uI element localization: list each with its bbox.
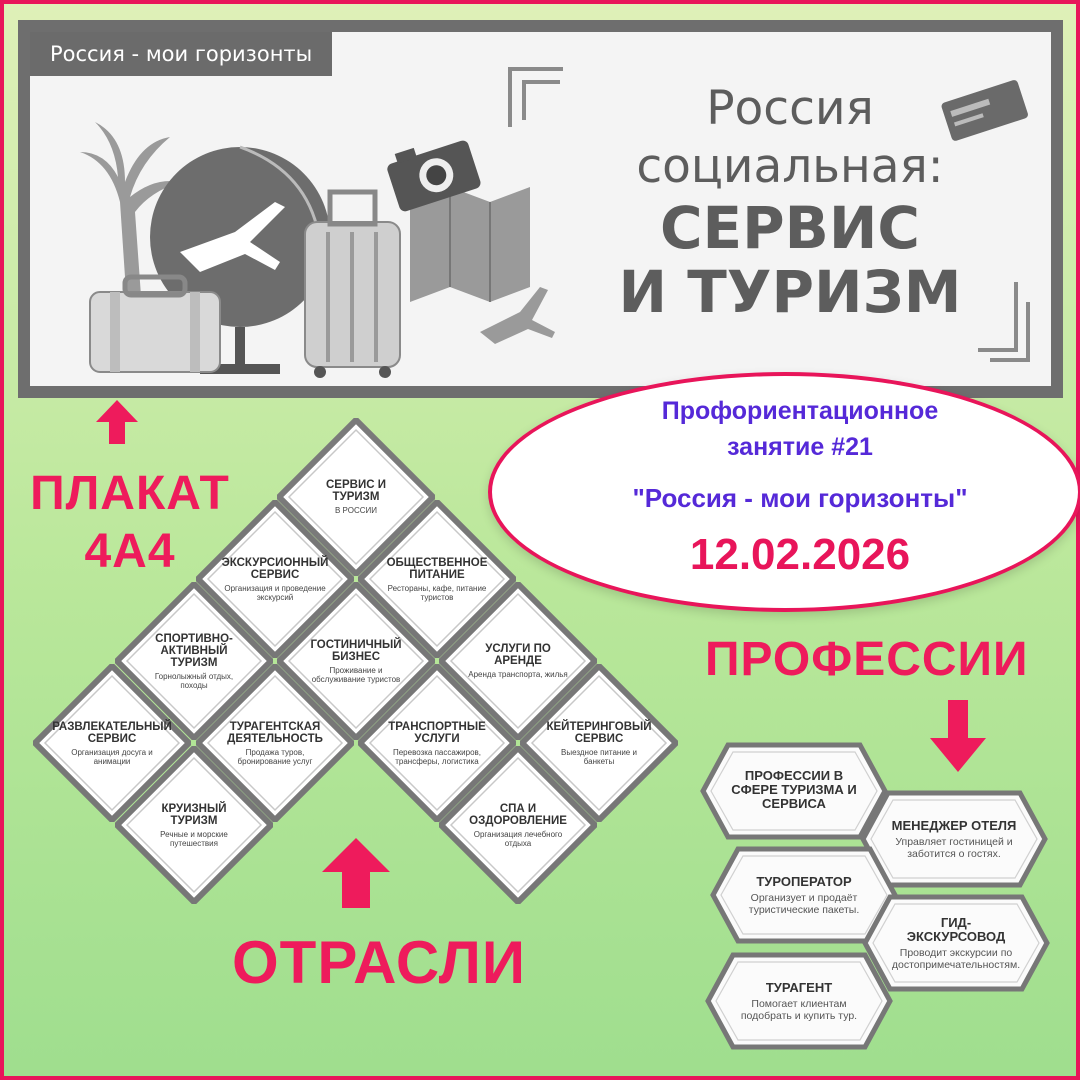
diamond-frame <box>196 664 354 822</box>
industry-subtitle: Организация и проведение экскурсий <box>224 583 326 602</box>
poster-title-line2: социальная: <box>636 139 944 194</box>
industry-subtitle: Горнолыжный отдых, походы <box>154 671 234 690</box>
poster-title: Россия социальная: СЕРВИС И ТУРИЗМ <box>575 80 1005 324</box>
industry-card: ГОСТИНИЧНЫЙ БИЗНЕС Проживание и обслужива… <box>277 582 435 740</box>
industry-title: ГОСТИНИЧНЫЙ БИЗНЕС <box>310 638 402 663</box>
palm-icon <box>80 122 180 352</box>
suitcase-icon <box>89 274 221 373</box>
industry-card: УСЛУГИ ПО АРЕНДЕ Аренда транспорта, жилья <box>439 582 597 740</box>
industry-subtitle: Аренда транспорта, жилья <box>468 670 568 679</box>
diamond-frame <box>277 582 435 740</box>
profession-title: ПРОФЕССИИ В СФЕРЕ ТУРИЗМА И СЕРВИСА <box>731 767 857 811</box>
diamond-frame <box>439 746 597 904</box>
poster-a4-label-line2: 4А4 <box>84 525 176 578</box>
small-airplane-icon <box>480 287 555 344</box>
industry-subtitle: В РОССИИ <box>335 506 377 515</box>
diamond-frame <box>358 500 516 658</box>
hexagon-frame <box>862 894 1050 992</box>
industry-subtitle: Организация досуга и анимации <box>71 747 153 766</box>
luggage-icon <box>304 189 401 378</box>
profession-title: ТУРОПЕРАТОР <box>756 873 852 889</box>
announcement-line1: Профориентационное <box>661 397 939 425</box>
arrow-down-icon <box>930 700 986 772</box>
industry-card: РАЗВЛЕКАТЕЛЬНЫЙ СЕРВИС Организация досуга… <box>33 664 191 822</box>
industry-subtitle: Выездное питание и банкеты <box>561 747 637 766</box>
industry-title: СПА И ОЗДОРОВЛЕНИЕ <box>469 802 567 827</box>
profession-card: ТУРАГЕНТ Помогает клиентам подобрать и ку… <box>705 952 893 1050</box>
professions-label: ПРОФЕССИИ <box>705 633 1029 686</box>
profession-subtitle: Проводит экскурсии по достопримечательно… <box>891 946 1021 971</box>
hexagon-frame <box>860 790 1048 888</box>
industry-title: СЕРВИС И ТУРИЗМ <box>326 479 386 503</box>
poster-title-line3: СЕРВИС <box>659 194 920 262</box>
industry-card: ОБЩЕСТВЕННОЕ ПИТАНИЕ Рестораны, кафе, пит… <box>358 500 516 658</box>
profession-card: МЕНЕДЖЕР ОТЕЛЯ Управляет гостиницей и заб… <box>860 790 1048 888</box>
industry-subtitle: Продажа туров, бронирование услуг <box>237 747 313 766</box>
diamond-frame <box>358 664 516 822</box>
profession-title: ГИД-ЭКСКУРСОВОД <box>906 914 1006 944</box>
profession-subtitle: Организует и продаёт туристические пакет… <box>748 891 860 916</box>
profession-subtitle: Управляет гостиницей и заботится о гостя… <box>895 835 1013 860</box>
announcement-line2: занятие #21 <box>727 433 873 461</box>
arrow-up-icon <box>96 400 138 444</box>
diamond-frame <box>439 582 597 740</box>
poster-tag: Россия - мои горизонты <box>30 32 333 76</box>
poster-a4-label-line1: ПЛАКАТ <box>30 467 230 520</box>
ticket-icon <box>941 80 1028 141</box>
industry-title: РАЗВЛЕКАТЕЛЬНЫЙ СЕРВИС <box>52 720 172 745</box>
industries-label: ОТРАСЛИ <box>232 929 526 996</box>
industry-card: ТУРАГЕНТСКАЯ ДЕЯТЕЛЬНОСТЬ Продажа туров, … <box>196 664 354 822</box>
industry-card: СЕРВИС И ТУРИЗМ В РОССИИ <box>277 418 435 576</box>
poster-a4-label: ПЛАКАТ 4А4 <box>30 465 230 581</box>
industry-subtitle: Перевозка пассажиров, трансферы, логисти… <box>392 747 482 766</box>
map-icon <box>410 187 530 302</box>
diamond-frame <box>115 746 273 904</box>
poster-title-line4: И ТУРИЗМ <box>618 258 962 326</box>
industry-subtitle: Проживание и обслуживание туристов <box>311 665 401 684</box>
diamond-frame <box>520 664 678 822</box>
industry-title: ТРАНСПОРТНЫЕ УСЛУГИ <box>388 720 486 745</box>
industry-title: КРУИЗНЫЙ ТУРИЗМ <box>161 802 227 827</box>
profession-title: ТУРАГЕНТ <box>765 979 833 995</box>
industry-card: ЭКСКУРСИОННЫЙ СЕРВИС Организация и провед… <box>196 500 354 658</box>
announcement-line3: "Россия - мои горизонты" <box>632 483 968 513</box>
profession-subtitle: Помогает клиентам подобрать и купить тур… <box>740 997 858 1022</box>
industry-subtitle: Организация лечебного отдыха <box>473 829 563 848</box>
diamond-frame <box>33 664 191 822</box>
industry-title: КЕЙТЕРИНГОВЫЙ СЕРВИС <box>546 720 652 745</box>
hexagon-frame <box>700 742 888 840</box>
industry-subtitle: Рестораны, кафе, питание туристов <box>387 583 487 602</box>
diamond-frame <box>277 418 435 576</box>
industry-card: КРУИЗНЫЙ ТУРИЗМ Речные и морские путешест… <box>115 746 273 904</box>
industry-title: ОБЩЕСТВЕННОЕ ПИТАНИЕ <box>386 556 488 581</box>
announcement-date: 12.02.2026 <box>689 530 911 579</box>
industry-card: СПА И ОЗДОРОВЛЕНИЕ Организация лечебного … <box>439 746 597 904</box>
industry-card: ТРАНСПОРТНЫЕ УСЛУГИ Перевозка пассажиров,… <box>358 664 516 822</box>
industry-card: КЕЙТЕРИНГОВЫЙ СЕРВИС Выездное питание и б… <box>520 664 678 822</box>
profession-card: ПРОФЕССИИ В СФЕРЕ ТУРИЗМА И СЕРВИСА <box>700 742 888 840</box>
camera-icon <box>387 140 481 212</box>
arrow-up-icon <box>322 838 390 908</box>
diamond-frame <box>196 500 354 658</box>
diamond-frame <box>115 582 273 740</box>
travel-illustration <box>80 122 555 378</box>
industry-title: УСЛУГИ ПО АРЕНДЕ <box>485 643 551 667</box>
industry-title: ЭКСКУРСИОННЫЙ СЕРВИС <box>221 556 329 581</box>
airplane-icon <box>180 202 285 272</box>
industry-title: СПОРТИВНО-АКТИВНЫЙ ТУРИЗМ <box>155 632 233 669</box>
industry-card: СПОРТИВНО-АКТИВНЫЙ ТУРИЗМ Горнолыжный отд… <box>115 582 273 740</box>
hexagon-frame <box>705 952 893 1050</box>
poster-preview: Россия - мои горизонты <box>18 20 1063 398</box>
announcement-ellipse <box>488 372 1080 612</box>
poster-title-line1: Россия <box>706 81 874 136</box>
industry-title: ТУРАГЕНТСКАЯ ДЕЯТЕЛЬНОСТЬ <box>227 720 323 745</box>
profession-title: МЕНЕДЖЕР ОТЕЛЯ <box>891 817 1017 833</box>
industry-subtitle: Речные и морские путешествия <box>160 829 228 848</box>
